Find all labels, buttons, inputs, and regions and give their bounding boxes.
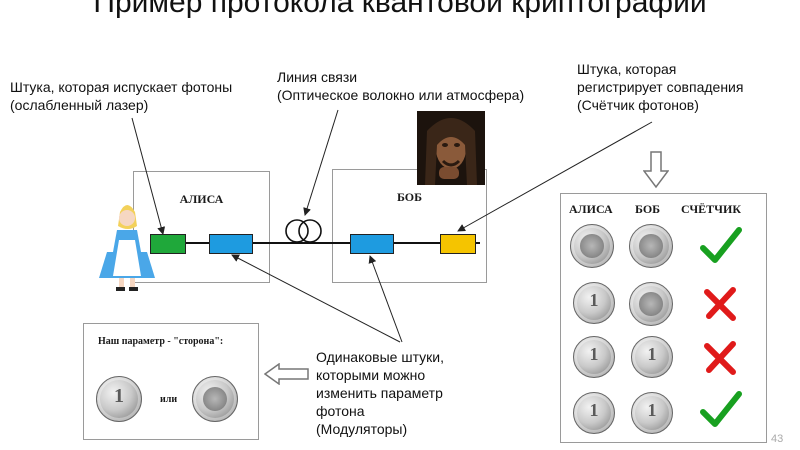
emitter-laser [150, 234, 186, 254]
channel-note-line: (Оптическое волокно или атмосфера) [277, 87, 525, 103]
bob-modulator [350, 234, 394, 254]
modulators-note: Одинаковые штуки, которыми можно изменит… [316, 348, 444, 438]
table-coin-alice-one: 1 [573, 282, 615, 324]
table-coin-bob-eagle [629, 282, 673, 326]
alice-modulator-pointer [231, 254, 401, 343]
alice-box: АЛИСА [133, 171, 270, 283]
channel-note: Линия связи (Оптическое волокно или атмо… [277, 68, 524, 104]
detector-note-line: Штука, которая [577, 61, 677, 77]
cross-icon [704, 341, 736, 375]
table-coin-bob-one: 1 [631, 336, 673, 378]
emitter-note: Штука, которая испускает фотоны (ослабле… [10, 78, 232, 114]
page-title: Пример протокола квантовой криптографии [93, 0, 707, 19]
header-alice: АЛИСА [569, 202, 613, 216]
modulators-note-line: (Модуляторы) [316, 421, 408, 437]
fiber-coil-icon [285, 219, 322, 243]
cross-icon [704, 287, 736, 321]
table-coin-alice-eagle [570, 224, 614, 268]
emitter-pointer [131, 117, 166, 235]
arrow-down-icon [643, 151, 669, 189]
detector-note-line: (Счётчик фотонов) [577, 97, 699, 113]
alice-modulator [209, 234, 253, 254]
detector-pointer [457, 121, 653, 232]
table-coin-alice-one: 1 [573, 392, 615, 434]
parameter-box: Наш параметр - "сторона": 1 или [83, 323, 259, 440]
header-bob: БОБ [635, 202, 661, 216]
detector-note: Штука, которая регистрирует совпадения (… [577, 60, 743, 114]
detector-note-line: регистрирует совпадения [577, 79, 744, 95]
results-table: АЛИСА БОБ СЧЁТЧИК 1 1 1 1 1 [560, 193, 767, 443]
modulators-note-line: фотона [316, 403, 365, 419]
channel-note-line: Линия связи [277, 69, 358, 85]
table-coin-alice-one: 1 [573, 336, 615, 378]
bob-portrait-image [417, 111, 485, 185]
emitter-note-line: Штука, которая испускает фотоны [10, 79, 233, 95]
bob-modulator-pointer [368, 255, 403, 343]
parameter-caption: Наш параметр - "сторона": [98, 336, 224, 347]
channel-pointer [303, 109, 339, 216]
emitter-note-line: (ослабленный лазер) [10, 97, 149, 113]
bob-portrait [417, 111, 485, 185]
modulators-note-line: Одинаковые штуки, [316, 349, 444, 365]
check-icon [700, 391, 742, 427]
optical-line [150, 242, 480, 244]
coin-one-side: 1 [96, 376, 142, 422]
eagle-emblem [202, 386, 228, 412]
modulators-note-line: которыми можно [316, 367, 426, 383]
photon-detector [440, 234, 476, 254]
coin-eagle-side [192, 376, 238, 422]
bob-box-label: БОБ [396, 190, 423, 204]
table-coin-bob-eagle [629, 224, 673, 268]
header-counter: СЧЁТЧИК [681, 202, 742, 216]
table-coin-bob-one: 1 [631, 392, 673, 434]
or-label: или [160, 394, 178, 405]
coin-digit: 1 [114, 384, 124, 407]
check-icon [700, 227, 742, 263]
alice-character-icon [99, 205, 155, 291]
modulators-note-line: изменить параметр [316, 385, 443, 401]
arrow-left-icon [264, 363, 309, 385]
page-number: 43 [771, 433, 784, 445]
alice-box-label: АЛИСА [179, 192, 224, 206]
